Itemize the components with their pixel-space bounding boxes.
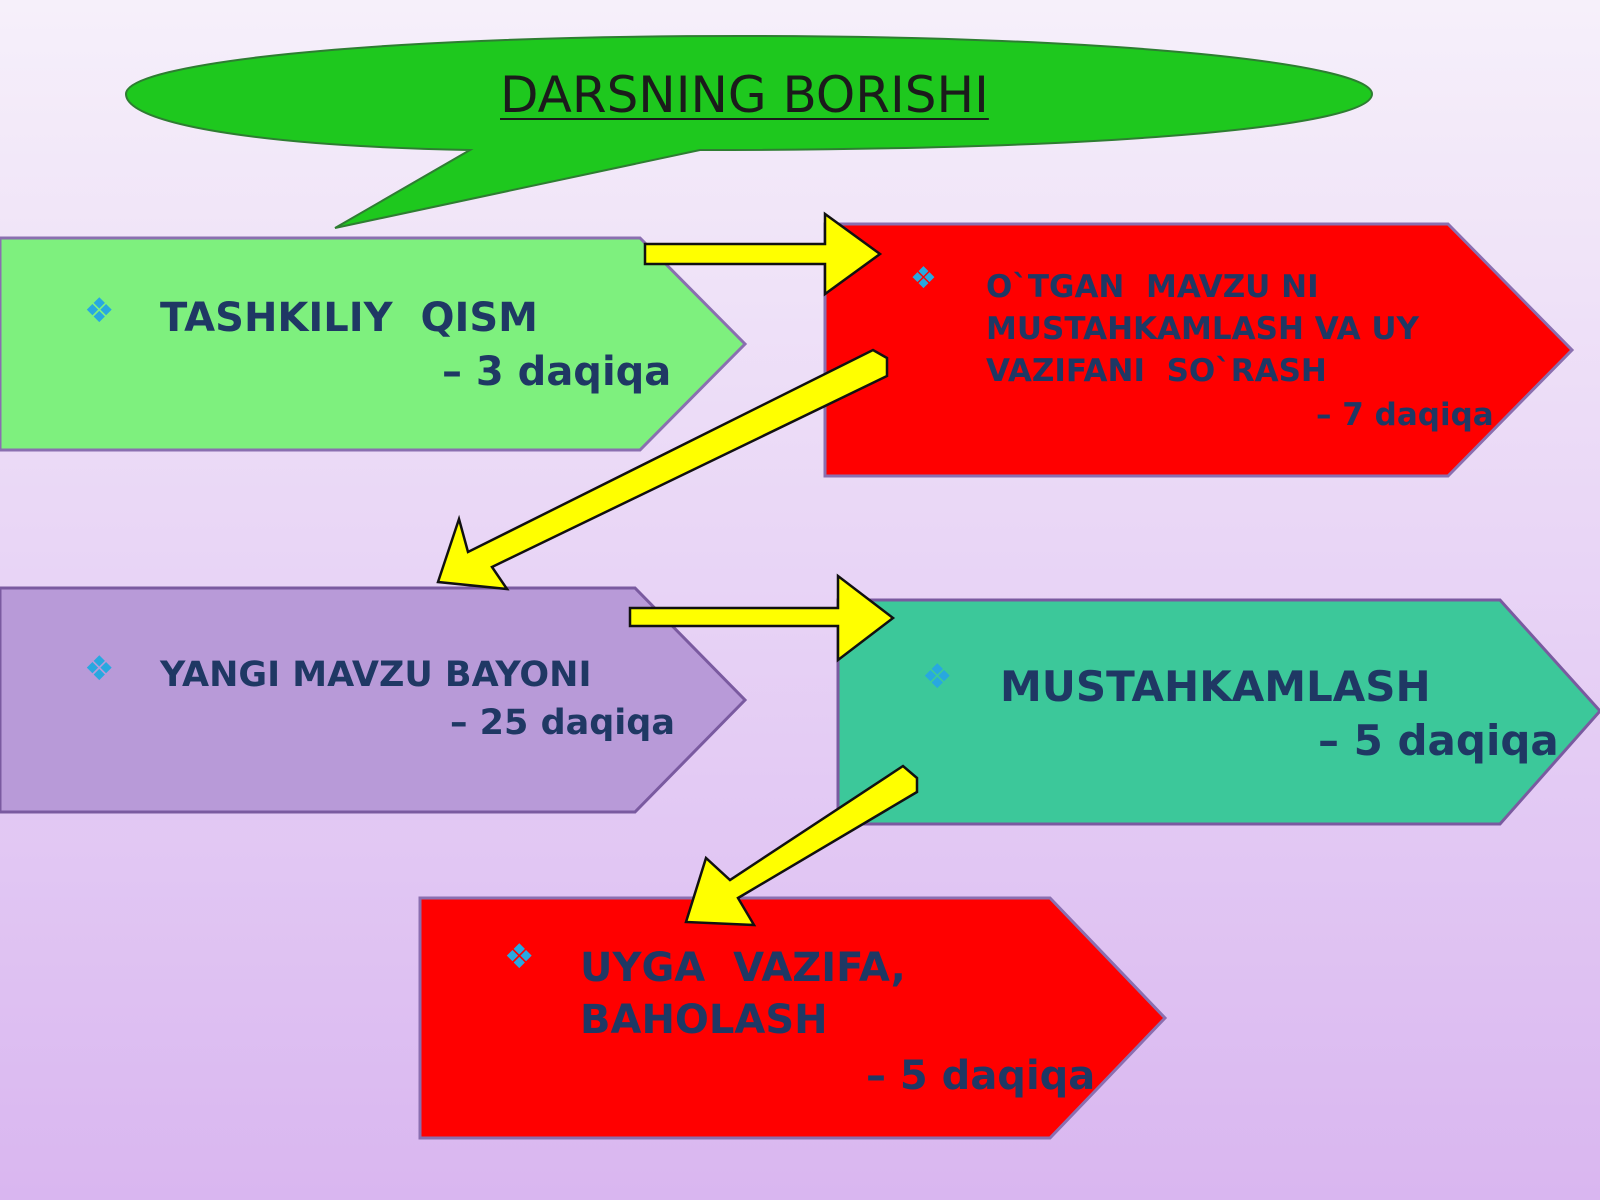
page-title: DARSNING BORISHI xyxy=(500,66,989,124)
step-tashkiliy-qism xyxy=(0,236,748,452)
step4-time: – 5 daqiqa xyxy=(1318,716,1559,765)
step2-time: – 7 daqiqa xyxy=(1316,397,1494,433)
step3-label: YANGI MAVZU BAYONI xyxy=(160,655,592,695)
step2-label-line2: MUSTAHKAMLASH VA UY xyxy=(986,311,1419,347)
step1-time: – 3 daqiqa xyxy=(442,349,672,395)
step5-label-line2: BAHOLASH xyxy=(580,997,828,1043)
diamond-bullet-icon: ❖ xyxy=(504,937,535,977)
diamond-bullet-icon: ❖ xyxy=(922,657,953,697)
arrow-step4-to-step5 xyxy=(684,764,919,927)
diamond-bullet-icon: ❖ xyxy=(910,261,937,296)
arrow-step1-to-step2 xyxy=(643,211,883,297)
step-mustahkamlash xyxy=(836,598,1600,826)
step4-label: MUSTAHKAMLASH xyxy=(1000,662,1431,711)
step3-time: – 25 daqiqa xyxy=(450,703,675,743)
title-bubble xyxy=(124,34,1374,229)
step2-label-line1: O`TGAN MAVZU NI xyxy=(986,269,1319,305)
step5-label-line1: UYGA VAZIFA, xyxy=(580,945,906,991)
arrow-step2-to-step3 xyxy=(436,348,889,591)
step1-label: TASHKILIY QISM xyxy=(160,295,538,341)
step-yangi-mavzu xyxy=(0,586,748,814)
diamond-bullet-icon: ❖ xyxy=(84,291,115,331)
step2-label-line3: VAZIFANI SO`RASH xyxy=(986,353,1327,389)
step-uyga-vazifa xyxy=(418,896,1168,1140)
step5-time: – 5 daqiqa xyxy=(866,1053,1096,1099)
arrow-step3-to-step4 xyxy=(628,573,896,663)
diamond-bullet-icon: ❖ xyxy=(84,649,115,689)
step-otgan-mavzu xyxy=(823,222,1575,478)
